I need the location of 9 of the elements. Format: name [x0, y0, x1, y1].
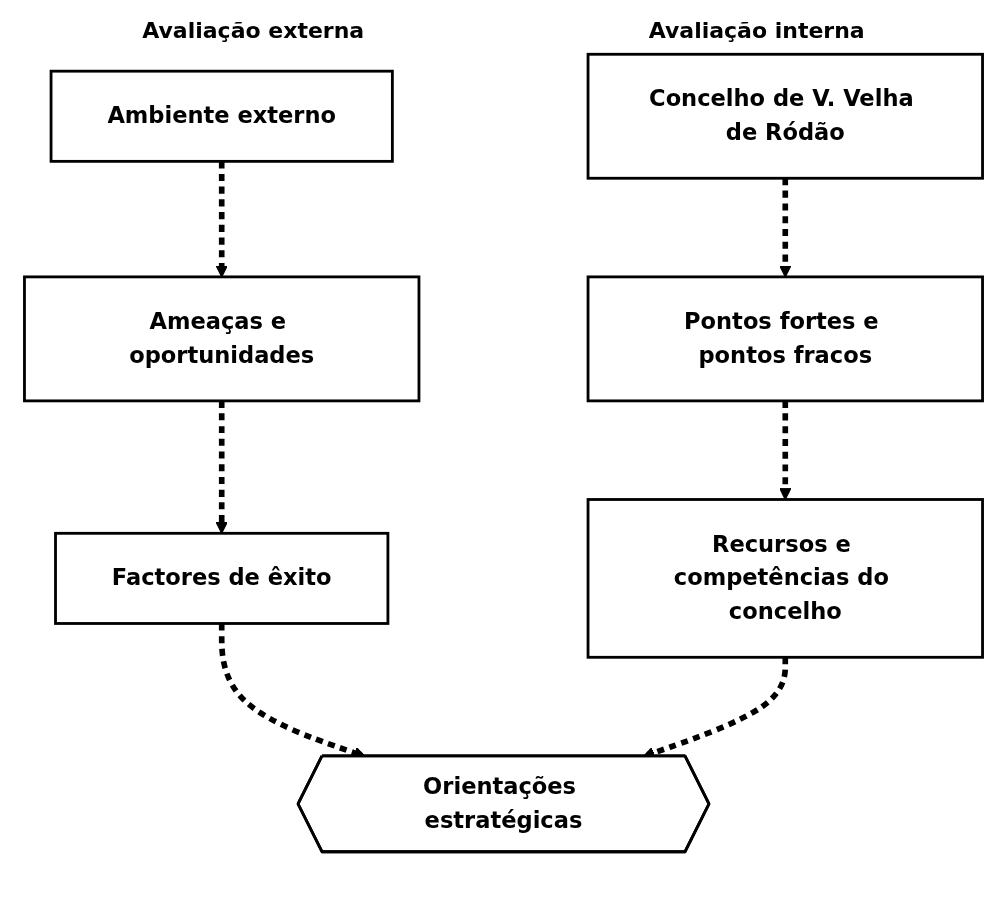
column-heading: Avaliação externa: [142, 18, 365, 43]
arrow: [215, 400, 228, 534]
node-box: Recursos e competências do concelho: [586, 498, 984, 659]
node-box: Pontos fortes e pontos fracos: [586, 275, 984, 403]
node-box: Factores de êxito: [54, 531, 390, 625]
column-heading: Avaliação interna: [648, 18, 865, 43]
node-box: Ameaças e oportunidades: [23, 275, 421, 403]
node-box: Concelho de V. Velha de Ródão: [586, 52, 984, 180]
node-box: Ambiente externo: [49, 69, 394, 163]
